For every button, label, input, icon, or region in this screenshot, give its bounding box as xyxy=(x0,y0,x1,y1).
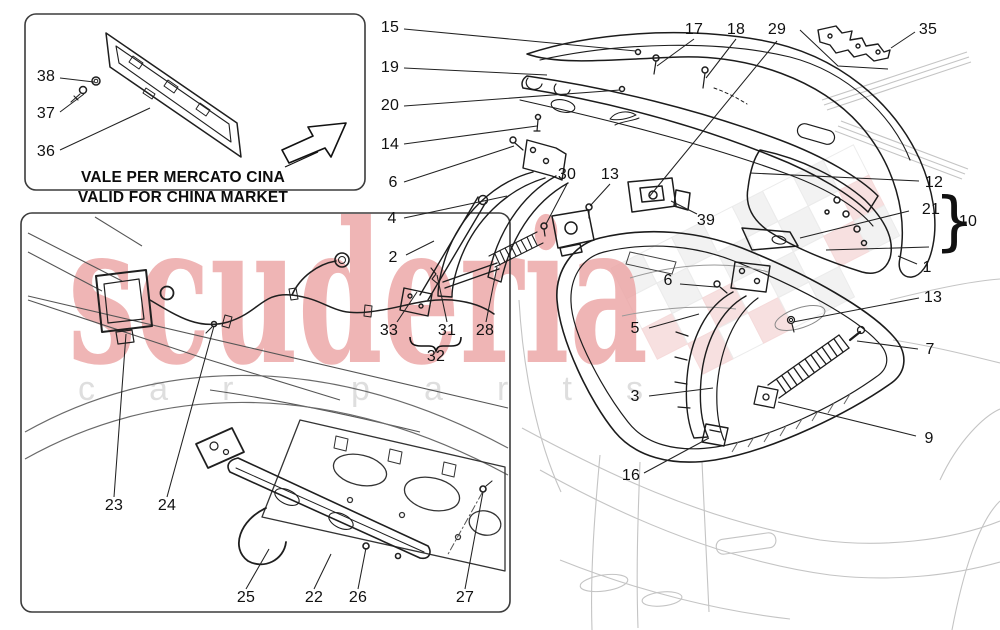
hinge-arc-part-5 xyxy=(685,291,747,439)
callout-16: 16 xyxy=(621,467,641,484)
bolt-part-30 xyxy=(540,222,548,237)
gas-spring xyxy=(753,315,866,409)
bracket-part-35 xyxy=(799,25,891,70)
callout-17: 17 xyxy=(684,21,704,38)
callout-1: 1 xyxy=(922,259,932,276)
callout-22: 22 xyxy=(304,589,324,606)
lamp-bracket-part-21 xyxy=(741,227,799,251)
china-note-line2: VALID FOR CHINA MARKET xyxy=(77,189,289,206)
arrow-icon xyxy=(281,122,347,168)
bumper-beam-panel xyxy=(261,419,506,572)
callout-31: 31 xyxy=(437,322,457,339)
screw-part-27 xyxy=(479,480,493,493)
nut-part-13-right xyxy=(786,315,796,333)
bolt-part-13 xyxy=(585,203,593,219)
callout-35: 35 xyxy=(918,21,938,38)
trunk-lid xyxy=(519,31,936,278)
screw-part-17 xyxy=(652,54,660,75)
bulb-cable-loop xyxy=(237,507,287,566)
brand-watermark: scuderia xyxy=(68,179,648,408)
underbrace-group-32 xyxy=(409,336,462,354)
callout-6-left: 6 xyxy=(388,174,398,191)
callout-20: 20 xyxy=(380,97,400,114)
callout-18: 18 xyxy=(726,21,746,38)
callout-29: 29 xyxy=(767,21,787,38)
callout-9: 9 xyxy=(924,430,934,447)
callout-23: 23 xyxy=(104,497,124,514)
hinge-arc-part-3 xyxy=(716,297,759,441)
callout-5: 5 xyxy=(630,320,640,337)
screw-part-18 xyxy=(701,66,709,89)
hinge-coil-spring xyxy=(488,231,544,268)
callout-6-right: 6 xyxy=(663,272,673,289)
hinge-right xyxy=(674,261,771,447)
callout-7: 7 xyxy=(925,341,935,358)
trunk-seal-ring xyxy=(556,230,905,463)
callout-2: 2 xyxy=(388,249,398,266)
callout-32: 32 xyxy=(426,348,446,365)
screw-part-6-right xyxy=(713,280,728,294)
license-plate-frame xyxy=(70,32,242,158)
callout-38: 38 xyxy=(36,68,56,85)
washer-part-38 xyxy=(91,76,101,86)
callout-28: 28 xyxy=(475,322,495,339)
callout-36: 36 xyxy=(36,143,56,160)
callout-14: 14 xyxy=(380,136,400,153)
callout-27: 27 xyxy=(455,589,475,606)
china-note-line1: VALE PER MERCATO CINA xyxy=(81,169,285,186)
trunk-interior-details xyxy=(621,251,826,331)
callout-37: 37 xyxy=(36,105,56,122)
callout-3: 3 xyxy=(630,388,640,405)
callout-33: 33 xyxy=(379,322,399,339)
lid-corner-panel xyxy=(746,149,892,274)
bumper-detail-box xyxy=(20,212,511,613)
callout-19: 19 xyxy=(380,59,400,76)
lid-inner-panel xyxy=(521,75,879,213)
callout-30: 30 xyxy=(557,166,577,183)
rod-part-28 xyxy=(442,262,500,289)
callout-12: 12 xyxy=(924,174,944,191)
rail-head-assembly xyxy=(195,427,245,469)
clip-part-16 xyxy=(701,423,729,447)
callout-39: 39 xyxy=(696,212,716,229)
spring-clip-part-31 xyxy=(430,267,439,285)
pin-part-14 xyxy=(533,113,542,132)
plate-light-rail-assembly xyxy=(195,427,493,566)
callout-21: 21 xyxy=(921,201,941,218)
callout-10: 10 xyxy=(958,213,978,230)
callout-13-right: 13 xyxy=(923,289,943,306)
screw-part-6-left xyxy=(509,136,524,151)
checkered-flag-watermark xyxy=(610,144,901,375)
callout-25: 25 xyxy=(236,589,256,606)
car-body-faint-lines xyxy=(518,51,1000,630)
callout-13-upper: 13 xyxy=(600,166,620,183)
callout-4: 4 xyxy=(387,210,397,227)
callout-24: 24 xyxy=(157,497,177,514)
bumper-structure xyxy=(24,216,509,476)
leader-lines xyxy=(59,28,930,590)
brace-group-10: } xyxy=(934,185,975,259)
callout-15: 15 xyxy=(380,19,400,36)
china-market-box xyxy=(24,13,366,191)
callout-26: 26 xyxy=(348,589,368,606)
hinge-left xyxy=(399,136,569,317)
camera-module xyxy=(95,269,153,333)
latch-assembly xyxy=(540,177,691,257)
camera-module-assembly xyxy=(95,252,495,345)
